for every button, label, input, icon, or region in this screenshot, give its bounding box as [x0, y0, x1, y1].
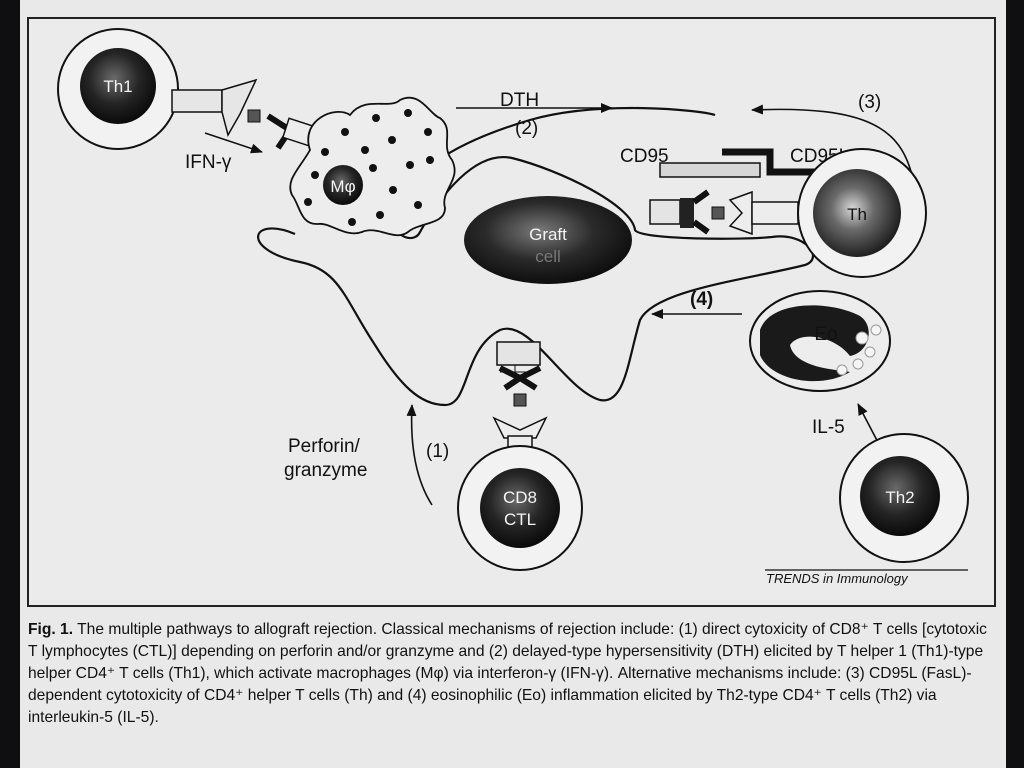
ifn-gamma-molecule	[247, 109, 261, 123]
journal-credit: TRENDS in Immunology	[766, 571, 909, 586]
ifn-gamma-label: IFN-γ	[185, 152, 232, 173]
eo-label: Eo	[814, 324, 837, 345]
graft-receptor-th	[649, 189, 710, 235]
th2-label: Th2	[885, 488, 914, 507]
eosinophil-cell: Eo	[749, 290, 891, 392]
figure-label: Fig. 1.	[28, 621, 74, 638]
cd8-label-line2: CTL	[504, 510, 536, 529]
th1-label: Th1	[103, 77, 132, 96]
cd8-ctl-cell: CD8 CTL	[457, 445, 583, 571]
pathway-1-label: (1)	[426, 441, 449, 462]
ifn-gamma-arrow	[204, 132, 263, 154]
antigen-molecule-ctl	[513, 393, 527, 407]
figure-caption: Fig. 1. The multiple pathways to allogra…	[28, 619, 994, 729]
graft-cell: Graft cell	[464, 196, 632, 284]
macrophage-cell: Mφ	[289, 96, 456, 237]
perforin-label-line1: Perforin/	[288, 436, 361, 457]
pathway-3-label: (3)	[858, 92, 881, 113]
figure-caption-text: The multiple pathways to allograft rejec…	[28, 621, 987, 726]
th-receptor	[728, 190, 799, 236]
pathway-3-arrow	[751, 104, 913, 176]
pathway-2-label: (2)	[515, 118, 538, 139]
th2-cell: Th2	[839, 433, 969, 563]
dth-label: DTH	[500, 90, 539, 111]
macrophage-label: Mφ	[330, 177, 355, 196]
cd8-label-line1: CD8	[503, 488, 537, 507]
il5-label: IL-5	[812, 417, 845, 438]
perforin-label-line2: granzyme	[284, 460, 367, 481]
graft-label-line2: cell	[535, 247, 561, 266]
th1-receptor	[171, 78, 258, 137]
cd95-label: CD95	[620, 146, 669, 167]
antigen-molecule-th	[711, 206, 725, 220]
th1-cell: Th1	[57, 28, 179, 150]
graft-label-line1: Graft	[529, 225, 567, 244]
pathway-1-arrow	[406, 404, 433, 506]
cd95-receptor	[659, 162, 761, 178]
th-label: Th	[847, 205, 867, 224]
graft-receptor-ctl	[496, 341, 542, 391]
pathway-4-label: (4)	[690, 289, 713, 310]
th-cell: Th	[797, 148, 927, 278]
